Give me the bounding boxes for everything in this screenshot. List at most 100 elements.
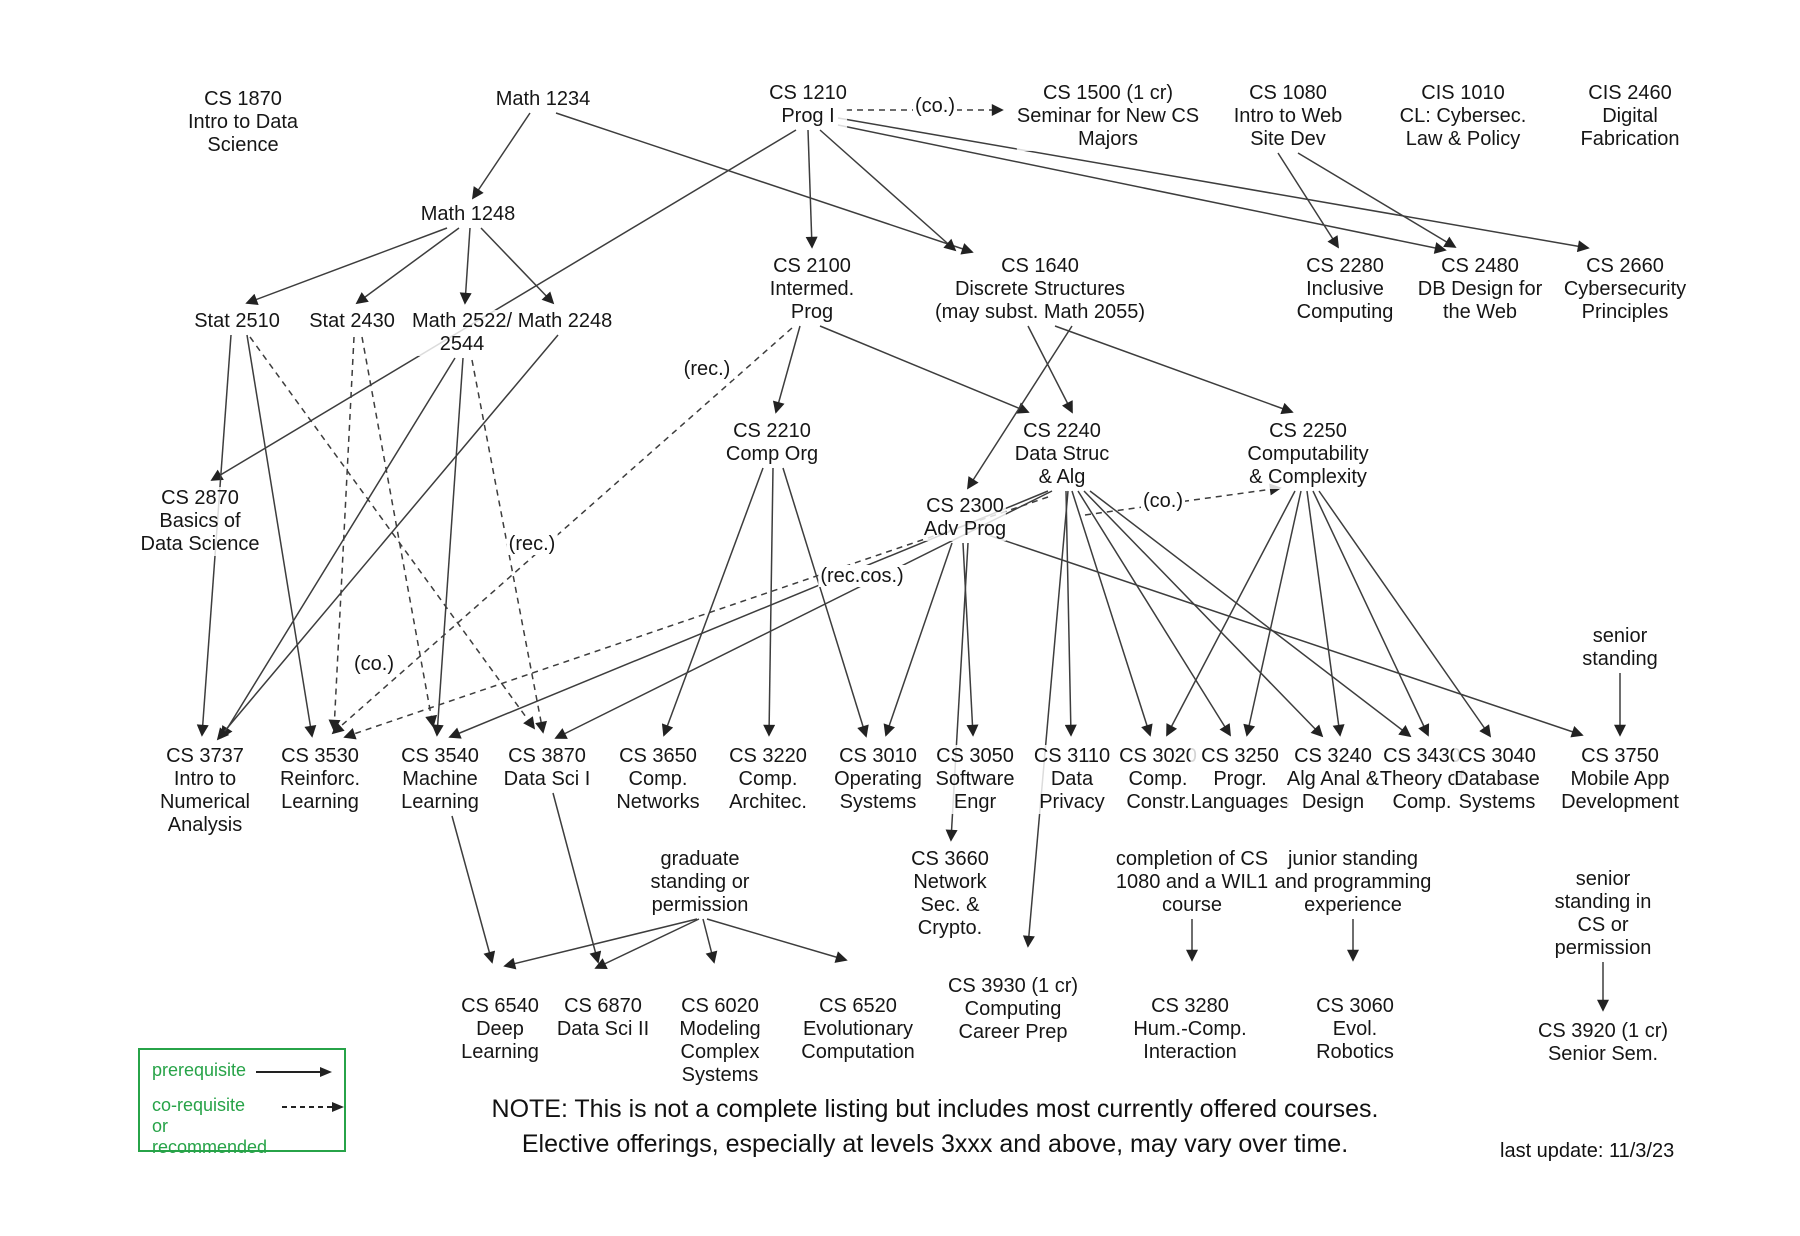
node-cs6020-line: Modeling — [679, 1018, 761, 1041]
node-completion-line: course — [1115, 894, 1269, 917]
edge-cs2250-to-cs3430-solid — [1312, 490, 1430, 737]
node-cs3930-line: Career Prep — [947, 1021, 1079, 1044]
node-cis1010-line: Law & Policy — [1399, 128, 1527, 151]
node-senior2-line: permission — [1554, 937, 1652, 960]
node-cs2280-line: CS 2280 — [1296, 255, 1394, 278]
edge-label-rec-cos: (rec.cos.) — [818, 565, 906, 587]
node-senior1-line: standing — [1582, 648, 1658, 671]
node-cs3240-line: Alg Anal & — [1286, 768, 1380, 791]
node-cs1640-line: CS 1640 — [934, 255, 1146, 278]
edge-cs2300-to-cs3750-solid — [987, 534, 1584, 738]
edge-cs1210-to-cs2660-solid — [837, 117, 1590, 253]
node-junior-line: and programming — [1274, 871, 1432, 894]
edge-cs2100-to-cs3530-dashed — [331, 327, 793, 735]
node-cs2250-line: Computability — [1247, 443, 1369, 466]
node-cs3050-line: CS 3050 — [935, 745, 1015, 768]
node-cs2210-line: Comp Org — [725, 443, 819, 466]
node-cs6540-line: Learning — [461, 1041, 539, 1064]
edge-cs2250-to-cs3020-solid — [1166, 490, 1296, 737]
node-cs2660-line: Cybersecurity — [1563, 278, 1687, 301]
node-cs3660-line: CS 3660 — [911, 848, 989, 871]
node-cs3280-line: Interaction — [1133, 1041, 1247, 1064]
node-cs2280-line: Computing — [1296, 301, 1394, 324]
edge-cs2210-to-cs3010-solid — [782, 467, 869, 738]
node-senior2-line: standing in — [1554, 891, 1652, 914]
node-math1234-line: Math 1234 — [495, 88, 591, 111]
node-math1248-line: Math 1248 — [420, 203, 516, 226]
edge-cs1080-to-cs2480-solid — [1297, 152, 1457, 248]
node-cs3920-line: CS 3920 (1 cr) — [1537, 1020, 1669, 1043]
node-cs2480-line: CS 2480 — [1417, 255, 1543, 278]
node-stat2430-line: Stat 2430 — [309, 310, 395, 333]
edge-math2248-to-cs3737-solid — [216, 334, 559, 741]
node-cs3530-line: Reinforc. — [279, 768, 361, 791]
node-cis2460-line: Digital — [1580, 105, 1680, 128]
node-cs3040-line: Systems — [1454, 791, 1540, 814]
node-cs2240-line: CS 2240 — [1014, 420, 1110, 443]
node-cs2300-line: CS 2300 — [923, 495, 1007, 518]
node-cs2280-line: Inclusive — [1296, 278, 1394, 301]
edge-cs2300-to-cs3010-solid — [883, 542, 953, 737]
node-stat2510: Stat 2510 — [194, 310, 280, 333]
node-cs3050-line: Engr — [935, 791, 1015, 814]
node-cs3010-line: Operating — [834, 768, 922, 791]
node-cs1210-line: CS 1210 — [769, 82, 847, 105]
node-cs3220-line: Comp. — [729, 768, 807, 791]
node-cs6540-line: CS 6540 — [461, 995, 539, 1018]
node-math2248: Math 2248 — [517, 310, 613, 333]
node-cs3650-line: Comp. — [616, 768, 700, 791]
dashed-arrow-icon — [282, 1102, 344, 1112]
solid-arrow-icon — [256, 1067, 333, 1077]
edge-math2522-to-cs3737-solid — [221, 357, 456, 739]
node-cs3220-line: Architec. — [729, 791, 807, 814]
node-cs3060-line: Evol. — [1316, 1018, 1394, 1041]
edge-cs2210-to-cs3650-solid — [661, 467, 764, 737]
edge-math1248-to-stat2510-solid — [245, 227, 448, 306]
legend-prerequisite-row: prerequisite — [152, 1060, 344, 1081]
node-junior-line: junior standing — [1274, 848, 1432, 871]
legend-box: prerequisite co-requisite or recommended — [138, 1048, 346, 1157]
node-cs3870-line: Data Sci I — [503, 768, 591, 791]
edge-cs2240-to-cs3020-solid — [1071, 490, 1153, 737]
edge-cs2240-to-cs3930-solid — [1022, 490, 1069, 948]
edge-math1234-to-cs1640-solid — [555, 112, 974, 255]
node-cs6520-line: Evolutionary — [801, 1018, 915, 1041]
node-math2522-line: 2544 — [411, 333, 513, 356]
node-cs3737-line: Intro to — [159, 768, 251, 791]
node-stat2430: Stat 2430 — [309, 310, 395, 333]
node-cs2300-line: Adv Prog — [923, 518, 1007, 541]
edge-cs2250-to-cs3240-solid — [1306, 490, 1345, 737]
node-cs3250-line: Languages — [1190, 791, 1290, 814]
node-cs1080-line: CS 1080 — [1233, 82, 1343, 105]
node-grad-line: permission — [650, 894, 750, 917]
node-cs3660-line: Network — [911, 871, 989, 894]
node-cs3240-line: CS 3240 — [1286, 745, 1380, 768]
edge-cs1640-to-cs2250-solid — [1054, 325, 1294, 415]
edge-cs1640-to-cs2240-solid — [1027, 325, 1073, 414]
edge-cs2300-to-cs3050-solid — [962, 542, 979, 737]
node-cs2100-line: CS 2100 — [769, 255, 855, 278]
edge-cs2100-to-cs2210-solid — [772, 325, 801, 414]
node-completion-line: completion of CS — [1115, 848, 1269, 871]
node-math2522-line: Math 2522/ — [411, 310, 513, 333]
note-line-2: Elective offerings, especially at levels… — [521, 1130, 1349, 1158]
last-update-text: last update: 11/3/23 — [1500, 1140, 1675, 1162]
node-cs3430-line: CS 3430 — [1379, 745, 1465, 768]
node-cs3870-line: CS 3870 — [503, 745, 591, 768]
